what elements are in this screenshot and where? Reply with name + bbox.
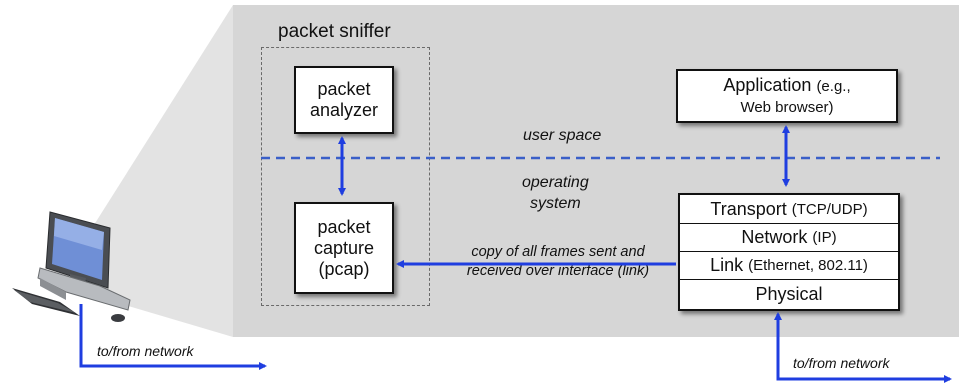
- application-label: Application: [723, 74, 812, 95]
- link-layer: Link (Ethernet, 802.11): [680, 252, 898, 280]
- physical-network-arrow: [774, 312, 952, 383]
- to-from-network-left-label: to/from network: [97, 343, 194, 359]
- transport-layer: Transport (TCP/UDP): [680, 195, 898, 224]
- transport-note: (TCP/UDP): [791, 200, 868, 218]
- packet-sniffer-frame: [261, 47, 430, 306]
- protocol-stack: Transport (TCP/UDP) Network (IP) Link (E…: [678, 193, 900, 311]
- operating-system-line1: operating: [522, 174, 589, 191]
- link-label: Link: [710, 255, 744, 275]
- operating-system-line2: system: [530, 195, 581, 212]
- computer-network-arrow: [79, 304, 267, 370]
- operating-system-label: operating system: [522, 172, 589, 214]
- application-box: Application (e.g., Web browser): [676, 69, 898, 123]
- desktop-computer-icon: [12, 211, 131, 322]
- physical-label: Physical: [755, 284, 823, 304]
- packet-analyzer-box: packet analyzer: [294, 66, 394, 134]
- application-note-line1: (e.g.,: [816, 77, 851, 95]
- packet-capture-box: packet capture (pcap): [294, 202, 394, 294]
- packet-capture-line2: capture: [313, 237, 375, 258]
- packet-sniffer-title: packet sniffer: [278, 21, 391, 42]
- packet-capture-line3: (pcap): [318, 258, 370, 279]
- network-layer: Network (IP): [680, 224, 898, 252]
- transport-label: Transport: [710, 198, 787, 219]
- copy-frames-line2: received over interface (link): [466, 263, 650, 279]
- packet-analyzer-line1: packet: [317, 79, 371, 99]
- network-note: (IP): [812, 229, 837, 246]
- physical-layer: Physical: [680, 280, 898, 309]
- network-label: Network: [741, 227, 808, 247]
- copy-frames-line1: copy of all frames sent and: [471, 244, 645, 260]
- packet-capture-line1: packet: [317, 216, 371, 237]
- application-note-line2: Web browser): [740, 98, 834, 116]
- packet-analyzer-line2: analyzer: [309, 100, 379, 120]
- copy-frames-label: copy of all frames sent and received ove…: [438, 243, 678, 281]
- link-note: (Ethernet, 802.11): [748, 257, 868, 274]
- user-space-label: user space: [523, 127, 602, 144]
